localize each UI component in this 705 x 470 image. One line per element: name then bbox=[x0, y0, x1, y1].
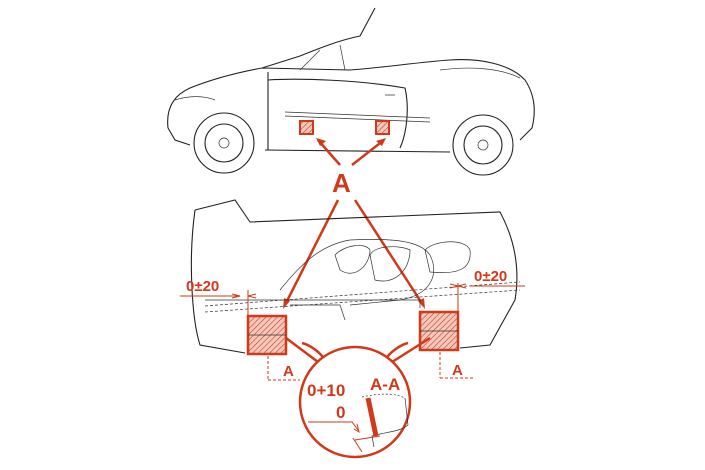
detail-title: A-A bbox=[370, 375, 400, 394]
door-panel bbox=[190, 199, 521, 354]
callout-arrows bbox=[283, 138, 425, 309]
marker-left-small bbox=[299, 120, 314, 135]
detail-view-a-a: 0+10 0 A-A bbox=[285, 336, 431, 459]
dim-right-label: 0±20 bbox=[474, 268, 507, 285]
marker-right-small bbox=[375, 120, 390, 135]
callout-main-label: A bbox=[332, 168, 351, 198]
section-right-label: A bbox=[452, 362, 463, 379]
dim-left-label: 0±20 bbox=[186, 278, 219, 295]
section-left-label: A bbox=[283, 363, 294, 380]
car-side-view bbox=[167, 7, 535, 176]
detail-tol-upper: 0+10 bbox=[307, 381, 345, 400]
detail-tol-lower: 0 bbox=[336, 403, 345, 422]
